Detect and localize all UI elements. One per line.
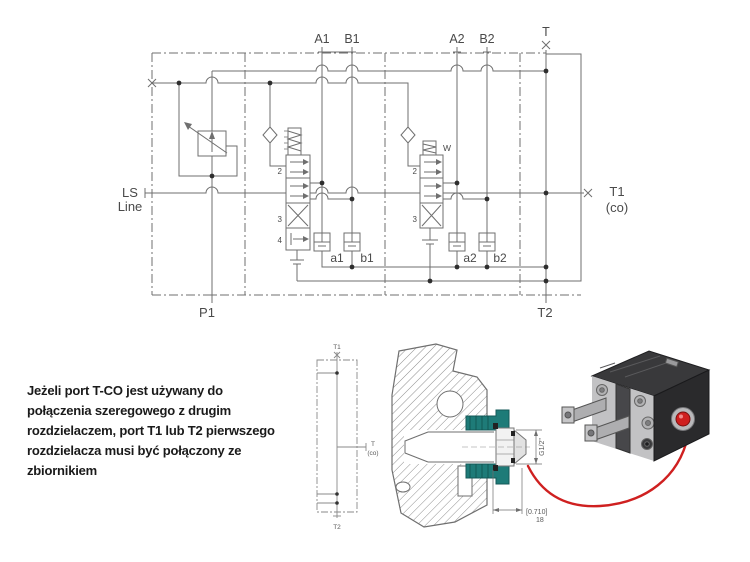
port-diagram-t2-label: T2 xyxy=(333,524,341,531)
ls-line-path xyxy=(144,186,584,198)
port-label-a2: A2 xyxy=(449,32,464,46)
valve2-pos2-label: 2 xyxy=(413,167,418,176)
thread-dimension-label: G1/2" xyxy=(539,438,546,456)
directional-valve-1 xyxy=(284,127,311,281)
schematic-labels: A1 B1 A2 B2 T T1 (co) LS Line P1 T2 2 3 … xyxy=(118,25,628,320)
note-line: Jeżeli port T-CO jest używany do xyxy=(27,383,223,398)
port-label-p1: P1 xyxy=(199,305,215,320)
relief-valve-symbol xyxy=(184,122,228,157)
junction-dots xyxy=(176,68,549,284)
enclosure-boundary xyxy=(151,52,581,296)
port-cylinder-1 xyxy=(561,397,607,424)
tank-rail xyxy=(546,53,582,282)
check-valve-2 xyxy=(400,126,420,167)
port-label-t1-sub: (co) xyxy=(606,200,628,215)
flange-bolts xyxy=(596,384,655,450)
check-valve-1 xyxy=(262,83,286,167)
red-plug xyxy=(671,407,695,431)
port-label-t1: T1 xyxy=(609,184,624,199)
port-label-a1: A1 xyxy=(314,32,329,46)
depth-dimension-alt-label: 18 xyxy=(536,517,544,524)
note-line: zbiornikiem xyxy=(27,463,98,478)
depth-dimension-label: [0.710] xyxy=(526,509,547,516)
valve2-spring-label: W xyxy=(443,143,451,153)
note-line: połączenia szeregowego z drugim xyxy=(27,403,232,418)
port-diagram-t1-label: T1 xyxy=(333,344,341,351)
top-bus xyxy=(212,64,546,72)
port-label-b1: B1 xyxy=(344,32,359,46)
port-cylinder-2 xyxy=(584,415,630,442)
work-port-a2-label: a2 xyxy=(463,251,477,265)
directional-valve-2 xyxy=(419,140,444,281)
port-label-ls: LS xyxy=(122,185,138,200)
port-diagram: T1 T (co) T2 xyxy=(316,344,379,531)
note-line: rozdzielacza musi być połączony ze xyxy=(27,443,242,458)
work-port-b1-label: b1 xyxy=(360,251,374,265)
port-label-ls-line: Line xyxy=(118,199,143,214)
dimensions: G1/2" [0.710] 18 xyxy=(492,429,547,524)
valve-3d-render xyxy=(561,350,711,462)
plug-markers xyxy=(147,40,593,198)
port-label-b2: B2 xyxy=(479,32,494,46)
port-diagram-t-label: T xyxy=(371,441,375,448)
valve2-pos3-label: 3 xyxy=(413,215,418,224)
valve1-pos4-label: 4 xyxy=(278,236,283,245)
port-diagram-co-label: (co) xyxy=(367,450,378,457)
port-label-t: T xyxy=(542,25,550,39)
feed-bus xyxy=(152,76,409,127)
teal-fitting xyxy=(462,409,530,485)
cross-section: G1/2" [0.710] 18 xyxy=(391,343,547,528)
valve1-pos3-label: 3 xyxy=(278,215,283,224)
hydraulic-schematic xyxy=(144,40,593,303)
valve1-pos2-label: 2 xyxy=(278,167,283,176)
work-port-lines xyxy=(318,47,491,233)
relief-pilot-loop xyxy=(212,145,238,177)
work-port-a1-label: a1 xyxy=(330,251,344,265)
work-port-b2-label: b2 xyxy=(493,251,507,265)
collector-upper xyxy=(321,251,546,268)
valve1-b-link xyxy=(310,192,352,200)
leader-curve xyxy=(526,434,690,508)
housing-hole xyxy=(436,390,464,418)
port-plug-symbols xyxy=(313,232,496,267)
note-text: Jeżeli port T-CO jest używany do połącze… xyxy=(27,381,297,481)
note-line: rozdzielaczem, port T1 lub T2 pierwszego xyxy=(27,423,275,438)
valve2-b-link xyxy=(443,192,487,200)
port-label-t2: T2 xyxy=(537,305,552,320)
relief-branch xyxy=(178,83,212,177)
